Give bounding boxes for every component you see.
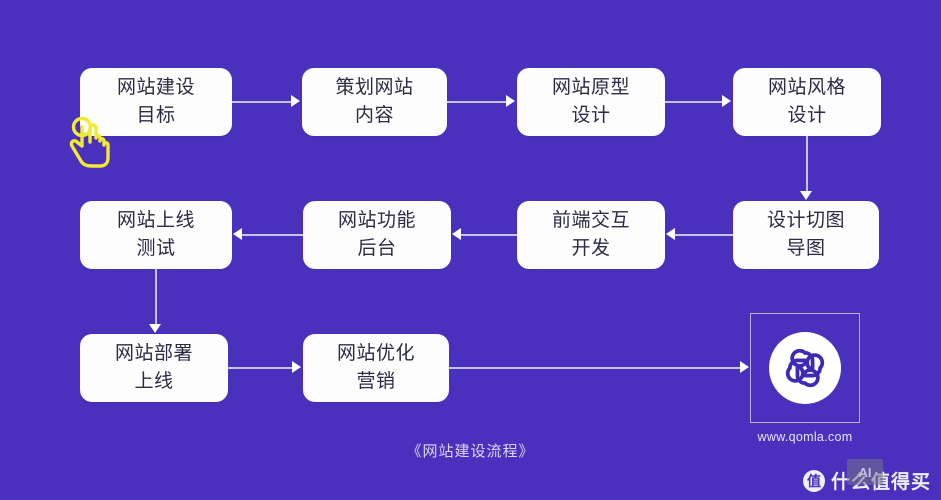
- chart-caption: 《网站建设流程》: [406, 443, 535, 460]
- node-line-2: 开发: [571, 238, 611, 259]
- flow-node-frontend-dev[interactable]: 前端交互 开发: [517, 201, 665, 269]
- flow-node-prototype-design[interactable]: 网站原型 设计: [517, 68, 665, 136]
- node-line-1: 网站功能: [337, 210, 416, 232]
- flow-node-plan-content[interactable]: 策划网站 内容: [302, 68, 447, 136]
- arrowhead-n5-n9: [149, 324, 161, 333]
- connector-n4-n8: [806, 136, 808, 193]
- node-line-2: 后台: [357, 238, 397, 259]
- node-line-2: 设计: [571, 105, 611, 126]
- node-line-1: 网站风格: [767, 77, 846, 99]
- qomla-clover-icon: [785, 348, 825, 388]
- flow-node-design-slicing[interactable]: 设计切图 导图: [733, 201, 879, 269]
- watermark-badge: 值: [802, 469, 825, 492]
- arrowhead-n7-n6: [452, 228, 461, 240]
- arrowhead-n2-n3: [506, 95, 515, 107]
- node-line-1: 网站部署: [114, 343, 193, 365]
- arrowhead-n4-n8: [800, 191, 812, 200]
- node-line-1: 策划网站: [335, 77, 414, 99]
- connector-n1-n2: [232, 101, 292, 103]
- connector-n7-n6: [461, 234, 517, 236]
- flow-node-website-goal[interactable]: 网站建设 目标: [80, 68, 232, 136]
- connector-n2-n3: [447, 101, 507, 103]
- logo-circle: [769, 332, 841, 404]
- flow-node-optimize-marketing[interactable]: 网站优化 营销: [303, 334, 449, 402]
- flow-node-function-backend[interactable]: 网站功能 后台: [303, 201, 451, 269]
- arrowhead-n9-n10: [292, 361, 301, 373]
- connector-n6-n5: [242, 234, 303, 236]
- node-line-1: 网站原型: [551, 77, 630, 99]
- node-line-2: 测试: [136, 238, 176, 259]
- watermark: 值 什么值得买 AI: [802, 459, 931, 494]
- connector-n10-logo: [449, 367, 741, 369]
- connector-n3-n4: [665, 101, 723, 103]
- node-line-1: 前端交互: [551, 210, 630, 232]
- node-line-1: 网站建设: [116, 77, 195, 99]
- connector-n5-n9: [155, 269, 157, 326]
- arrowhead-n1-n2: [291, 95, 300, 107]
- node-line-2: 上线: [134, 371, 174, 392]
- arrowhead-n8-n7: [666, 228, 675, 240]
- node-line-2: 营销: [356, 371, 396, 392]
- logo-url-label: www.qomla.com: [757, 430, 853, 444]
- connector-n9-n10: [228, 367, 293, 369]
- flow-node-launch-test[interactable]: 网站上线 测试: [80, 201, 232, 269]
- arrowhead-n3-n4: [722, 95, 731, 107]
- flow-node-style-design[interactable]: 网站风格 设计: [733, 68, 881, 136]
- node-line-2: 导图: [786, 238, 826, 259]
- arrowhead-n6-n5: [233, 228, 242, 240]
- connector-n8-n7: [675, 234, 733, 236]
- node-line-2: 内容: [354, 105, 394, 126]
- node-line-2: 目标: [136, 105, 176, 126]
- logo-panel[interactable]: [750, 313, 860, 423]
- node-line-1: 网站优化: [336, 343, 415, 365]
- watermark-ai-overlay: AI: [846, 459, 883, 485]
- flow-node-deploy-online[interactable]: 网站部署 上线: [80, 334, 228, 402]
- node-line-2: 设计: [787, 105, 827, 126]
- node-line-1: 网站上线: [116, 210, 195, 232]
- arrowhead-n10-logo: [740, 361, 749, 373]
- node-line-1: 设计切图: [766, 210, 845, 232]
